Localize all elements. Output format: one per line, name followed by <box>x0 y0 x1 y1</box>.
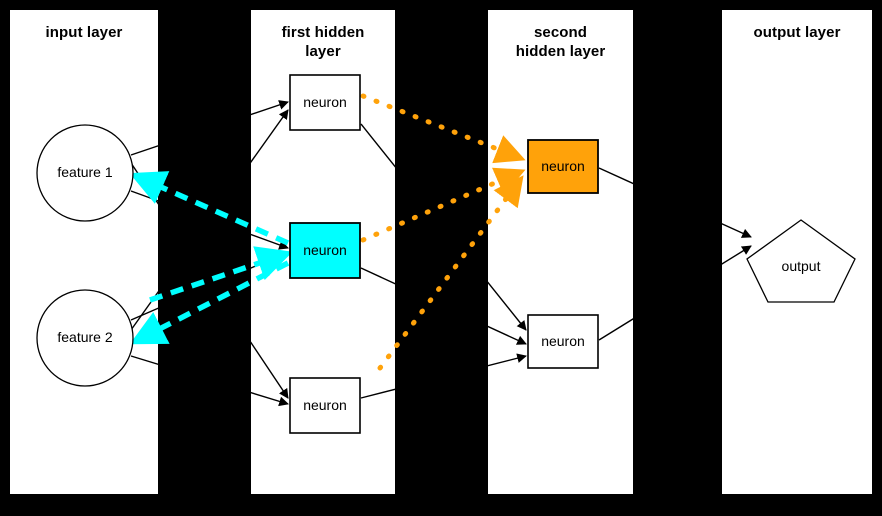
panel-first-hidden-layer <box>251 10 395 494</box>
panel-output-layer <box>722 10 872 494</box>
panel-second-hidden-layer <box>488 10 633 494</box>
title-output-layer: output layer <box>753 24 841 41</box>
panel-input-layer <box>10 10 158 494</box>
title-input-layer: input layer <box>45 24 123 41</box>
